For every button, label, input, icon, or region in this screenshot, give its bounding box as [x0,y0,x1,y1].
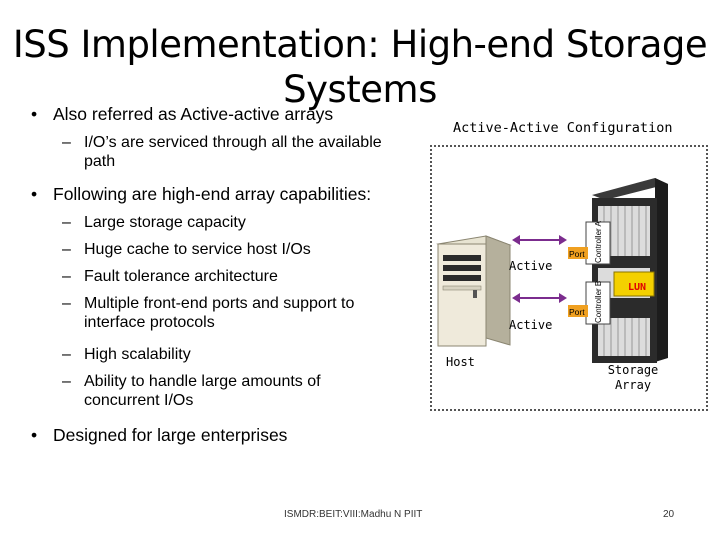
storage-label-line1: Storage [608,363,659,377]
host-computer-icon [436,235,512,347]
storage-array-icon [592,178,668,363]
active-path-arrow-2 [512,293,567,303]
bullet-active-active: Also referred as Active-active arrays [31,104,333,125]
bullet-large-enterprises: Designed for large enterprises [31,425,287,446]
port-a-label: Port [569,249,585,259]
page-title: ISS Implementation: High-end Storage Sys… [12,23,708,111]
controller-a-label: Controller A [594,221,603,263]
lun-box [613,271,655,297]
sub-bullet-capacity: Large storage capacity [62,213,404,232]
sub-bullet-concurrent-io: Ability to handle large amounts of concu… [62,372,374,410]
controller-b-label: Controller B [594,281,603,323]
active-label-1: Active [509,259,552,273]
lun-label: LUN [628,282,646,293]
sub-bullet-io-paths: I/O’s are serviced through all the avail… [62,133,414,171]
storage-label-line2: Array [615,378,651,392]
port-b-label: Port [569,307,585,317]
bullet-capabilities: Following are high-end array capabilitie… [31,184,371,205]
active-label-2: Active [509,318,552,332]
controller-a-box [585,221,611,265]
page-number: 20 [663,509,675,520]
diagram-title: Active-Active Configuration [453,120,673,136]
controller-b-box [585,281,611,325]
active-path-arrow-1 [512,235,567,245]
host-label: Host [446,355,475,369]
diagram-frame [430,145,708,411]
port-b-box [568,305,588,317]
sub-bullet-scalability: High scalability [62,345,404,364]
sub-bullet-fault-tolerance: Fault tolerance architecture [62,267,404,286]
port-a-box [568,247,588,259]
footer-text: ISMDR:BEIT:VIII:Madhu N PIIT [284,509,423,520]
sub-bullet-cache: Huge cache to service host I/Os [62,240,404,259]
sub-bullet-front-end-ports: Multiple front-end ports and support to … [62,294,402,332]
